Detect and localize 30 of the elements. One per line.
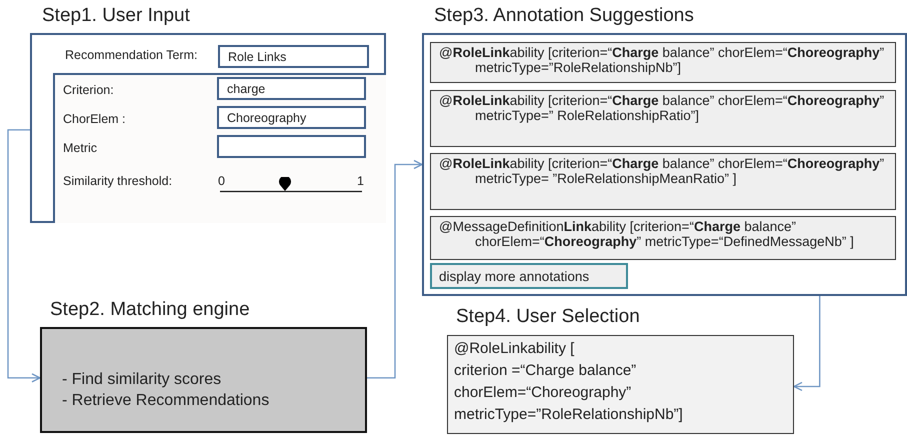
- field-label: ChorElem :: [63, 112, 126, 126]
- task-text: - Find similarity scores: [62, 370, 222, 390]
- display-more-button: display more annotations: [430, 263, 628, 289]
- annotation-line: chorElem=“Choreography”: [454, 383, 632, 403]
- connector-arrow: [7, 129, 41, 383]
- form-panel: [53, 73, 386, 223]
- step-heading: Step2. Matching engine: [50, 299, 250, 320]
- annotation-card: @MessageDefinitionLinkability [criterion=“Charge balance” chorElem=“Choreography” metricType=“DefinedMessageNb” ]: [430, 216, 896, 260]
- slider-max-label: 1: [357, 174, 364, 188]
- step-heading: Step4. User Selection: [456, 306, 640, 328]
- input-field: Choreography: [217, 106, 366, 129]
- field-label: Criterion:: [63, 83, 114, 97]
- annotation-line: @RoleLinkability [: [454, 339, 574, 359]
- field-label: Metric: [63, 141, 98, 155]
- annotation-card: @RoleLinkability [criterion=“Charge balance” chorElem=“Choreography” metricType=”RoleRelationshipNb”]: [430, 42, 896, 83]
- annotation-line: metricType=”RoleRelationshipNb”]: [454, 405, 683, 425]
- step-heading: Step3. Annotation Suggestions: [434, 5, 694, 27]
- connector-arrow: [367, 160, 423, 379]
- slider-min-label: 0: [218, 174, 225, 188]
- annotation-line: criterion =“Charge balance”: [454, 361, 636, 381]
- annotation-card: @RoleLinkability [criterion=“Charge balance” chorElem=“Choreography” metricType=” RoleRelationshipRatio”]: [430, 90, 896, 147]
- input-field: Role Links: [218, 45, 369, 68]
- annotation-card: @RoleLinkability [criterion=“Charge balance” chorElem=“Choreography” metricType= ”RoleRelationshipMeanRatio” ]: [430, 153, 896, 210]
- input-field: [217, 135, 366, 158]
- task-text: - Retrieve Recommendations: [62, 391, 270, 411]
- input-field: charge: [217, 77, 366, 100]
- field-label: Recommendation Term:: [65, 48, 198, 62]
- step-heading: Step1. User Input: [42, 5, 190, 27]
- slider-label: Similarity threshold:: [63, 174, 172, 188]
- connector-arrow: [793, 296, 820, 392]
